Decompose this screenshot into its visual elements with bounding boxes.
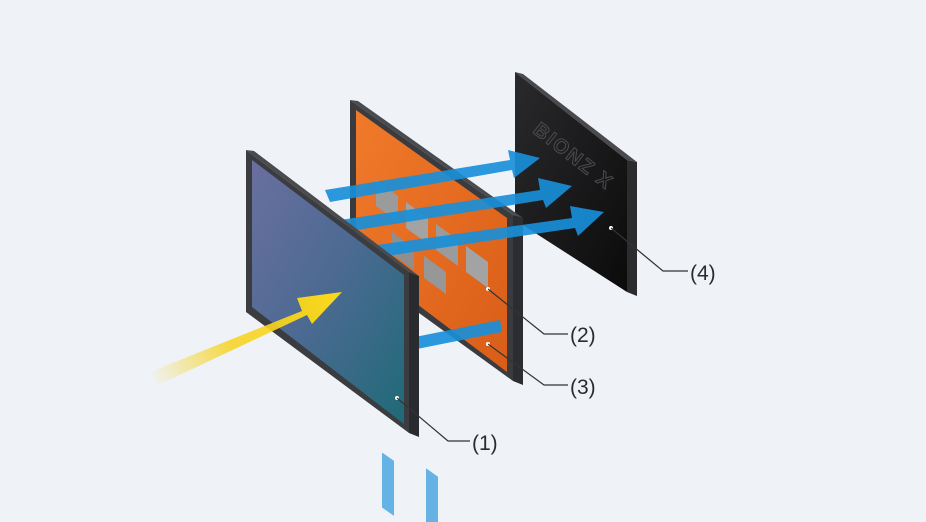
signal-route (426, 468, 438, 522)
callout-label-4: (4) (690, 262, 716, 285)
incoming-light-arrow-icon (150, 292, 342, 386)
processor-chip-side (627, 160, 637, 296)
callout-3: (3) (486, 342, 596, 399)
memory-block (424, 256, 446, 294)
callout-1: (1) (395, 396, 498, 455)
signal-route (382, 452, 394, 516)
callout-label-2: (2) (570, 324, 596, 347)
signal-flow-arrow-icon (410, 320, 502, 350)
processor-chip-face (515, 72, 627, 292)
image-sensor (246, 150, 419, 437)
circuit-layer-top (350, 100, 523, 218)
callout-label-3: (3) (570, 376, 596, 399)
callout-4: (4) (609, 226, 716, 285)
processor-chip-top (515, 72, 637, 162)
signal-flow-arrow-icon (325, 150, 540, 202)
image-sensor-face (252, 160, 404, 424)
circuit-layer-side (513, 215, 523, 385)
signal-flow-arrow-icon (355, 206, 604, 260)
callout-label-1: (1) (472, 432, 498, 455)
processor-chip: BIONZ X (515, 72, 637, 296)
image-sensor-top (246, 150, 419, 276)
signal-flow (325, 150, 604, 522)
memory-block (466, 246, 488, 288)
signal-flow-arrow-icon (340, 178, 572, 232)
image-sensor-side (409, 272, 419, 437)
callout-2: (2) (486, 287, 596, 347)
